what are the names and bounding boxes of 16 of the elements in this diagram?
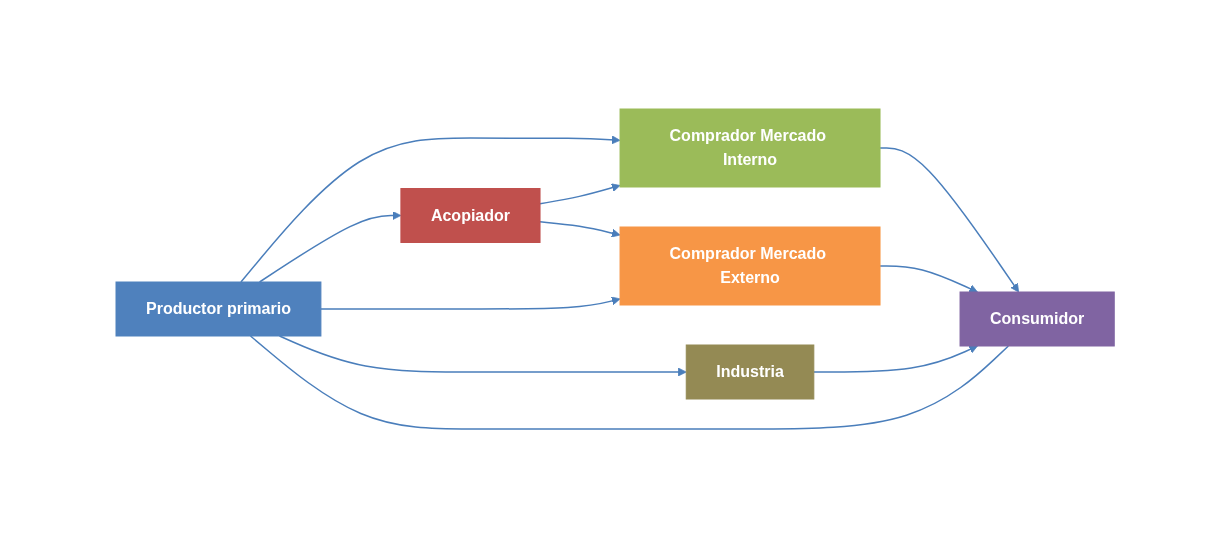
connector bbox=[250, 334, 1010, 430]
arrow bbox=[320, 296, 621, 310]
arrow bbox=[240, 135, 621, 283]
arrow bbox=[259, 210, 402, 283]
node-box: Comprador Mercado Externo bbox=[619, 226, 881, 305]
node-box: Acopiador bbox=[400, 187, 541, 243]
arrow bbox=[539, 182, 621, 204]
arrow bbox=[813, 344, 979, 373]
node-box: Consumidor bbox=[959, 291, 1116, 346]
arrow bbox=[279, 334, 688, 376]
arrow bbox=[879, 146, 1020, 292]
arrow bbox=[539, 220, 621, 237]
arrow bbox=[879, 264, 979, 293]
node-box: Productor primario bbox=[115, 281, 322, 336]
node-box: Industria bbox=[686, 344, 815, 399]
node-box: Comprador Mercado Interno bbox=[619, 108, 881, 187]
